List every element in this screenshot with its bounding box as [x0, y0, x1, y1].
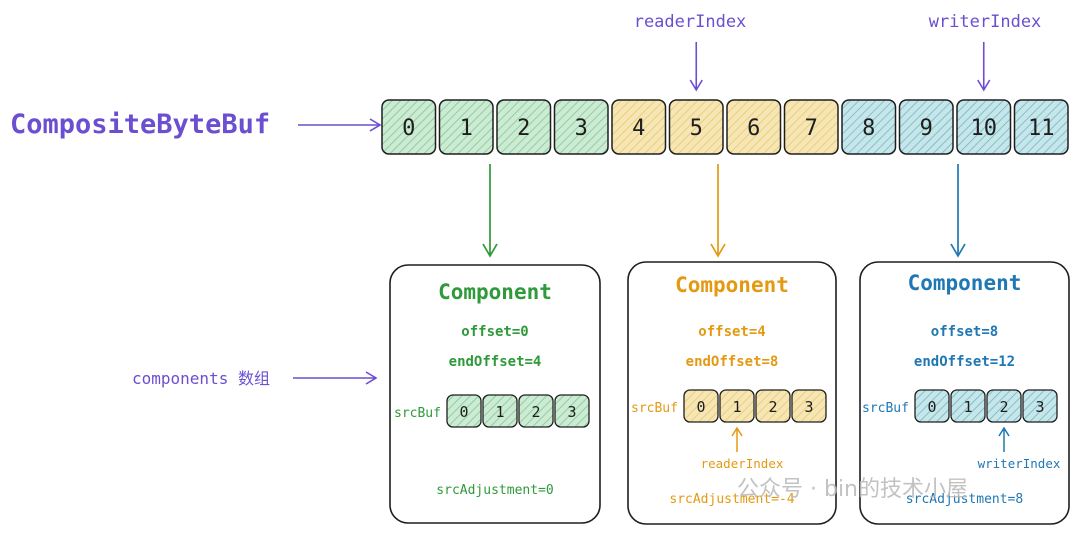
srcbuf-cell	[518, 394, 554, 428]
srcbuf-cell-value: 3	[804, 398, 813, 416]
main-buffer-cell: 3	[553, 99, 609, 155]
group-to-component-arrows	[482, 164, 966, 258]
component-box: Component offset=0 endOffset=4 srcBuf 0 1 2 3 sr…	[389, 264, 601, 524]
component-end-offset: endOffset=8	[686, 354, 779, 370]
component-src-adjustment: srcAdjustment=-4	[669, 492, 794, 507]
component-0-arrow	[482, 164, 498, 258]
components-array: Component offset=0 endOffset=4 srcBuf 0 1 2 3 sr…	[389, 261, 1070, 525]
srcbuf-cell-value: 3	[1035, 398, 1044, 416]
component-title: Component	[438, 280, 552, 304]
component-end-offset: endOffset=12	[914, 354, 1015, 370]
srcbuf-cell	[950, 389, 986, 423]
main-buffer-cell: 6	[726, 99, 782, 155]
component-box: Component offset=4 endOffset=8 srcBuf 0 1 2 3 re…	[627, 261, 837, 525]
srcbuf-cell	[1022, 389, 1058, 423]
component-title: Component	[908, 271, 1022, 295]
watermark: 公众号 · bin的技术小屋	[737, 477, 968, 502]
srcbuf-cell	[683, 389, 719, 423]
srcbuf-cell	[719, 389, 755, 423]
component-index-label: writerIndex	[978, 456, 1061, 471]
main-buffer-cell: 2	[496, 99, 552, 155]
component-src-adjustment: srcAdjustment=8	[906, 492, 1023, 507]
main-buffer-cell: 8	[841, 99, 897, 155]
components-array-label: components 数组	[132, 369, 270, 388]
composite-bytebuf-label: CompositeByteBuf	[10, 109, 270, 140]
main-buffer-cell-value: 9	[920, 116, 933, 141]
main-buffer-cell-value: 7	[805, 116, 818, 141]
main-index-pointers	[689, 42, 991, 92]
srcbuf-cell-value: 0	[459, 403, 468, 421]
srcbuf-cell-value: 1	[732, 398, 741, 416]
component-offset: offset=4	[698, 324, 765, 340]
main-buffer-cell: 11	[1013, 99, 1069, 155]
component-title: Component	[675, 273, 789, 297]
reader-index-label: readerIndex	[634, 12, 747, 32]
main-buffer-cell: 0	[381, 99, 437, 155]
component-1-arrow	[710, 164, 726, 258]
srcbuf-cell-value: 2	[999, 398, 1008, 416]
component-box: Component offset=8 endOffset=12 srcBuf 0 1 2 3 w…	[859, 261, 1070, 525]
srcbuf-cell-value: 2	[531, 403, 540, 421]
srcbuf-cell-value: 1	[963, 398, 972, 416]
srcbuf-cell-value: 1	[495, 403, 504, 421]
main-buffer-cell: 7	[783, 99, 839, 155]
component-index-arrow	[731, 426, 743, 452]
main-buffer-cell-value: 10	[971, 116, 998, 141]
main-buffer-cell-value: 5	[690, 116, 703, 141]
component-frame	[389, 264, 601, 524]
srcbuf-cell	[986, 389, 1022, 423]
components-label-arrow	[293, 371, 378, 385]
main-buffer-cell: 5	[668, 99, 724, 155]
component-2-arrow	[950, 164, 966, 258]
component-srcbuf-label: srcBuf	[862, 401, 909, 416]
srcbuf-cell	[446, 394, 482, 428]
main-buffer-cell: 10	[956, 99, 1012, 155]
main-buffer-cell-value: 3	[575, 116, 588, 141]
srcbuf-cell-value: 0	[696, 398, 705, 416]
component-srcbuf-label: srcBuf	[394, 406, 441, 421]
composite-label-arrow	[298, 118, 382, 132]
component-end-offset: endOffset=4	[449, 354, 542, 370]
component-offset: offset=0	[461, 324, 528, 340]
reader-index-arrow	[689, 42, 703, 92]
srcbuf-cell	[791, 389, 827, 423]
srcbuf-cell	[914, 389, 950, 423]
main-buffer-cell-value: 6	[747, 116, 760, 141]
srcbuf-cell	[554, 394, 590, 428]
component-index-label: readerIndex	[701, 456, 784, 471]
main-buffer-cell: 4	[611, 99, 667, 155]
main-buffer-cell: 1	[438, 99, 494, 155]
main-buffer-cell-value: 0	[402, 116, 415, 141]
srcbuf-cell-value: 3	[567, 403, 576, 421]
main-buffer-cell-value: 11	[1028, 116, 1055, 141]
main-buffer-cell-value: 8	[862, 116, 875, 141]
component-src-adjustment: srcAdjustment=0	[436, 483, 553, 498]
main-buffer-cells: 0 1 2 3 4 5 6 7 8 9 10 11	[381, 99, 1069, 155]
main-buffer-cell-value: 4	[632, 116, 645, 141]
component-srcbuf-label: srcBuf	[631, 401, 678, 416]
main-buffer-cell-value: 1	[460, 116, 473, 141]
main-buffer-cell: 9	[898, 99, 954, 155]
srcbuf-cell	[482, 394, 518, 428]
srcbuf-cell-value: 2	[768, 398, 777, 416]
writer-index-arrow	[977, 42, 991, 92]
writer-index-label: writerIndex	[929, 12, 1042, 32]
component-index-arrow	[998, 426, 1010, 452]
main-buffer-cell-value: 2	[517, 116, 530, 141]
srcbuf-cell-value: 0	[927, 398, 936, 416]
srcbuf-cell	[755, 389, 791, 423]
component-offset: offset=8	[931, 324, 998, 340]
